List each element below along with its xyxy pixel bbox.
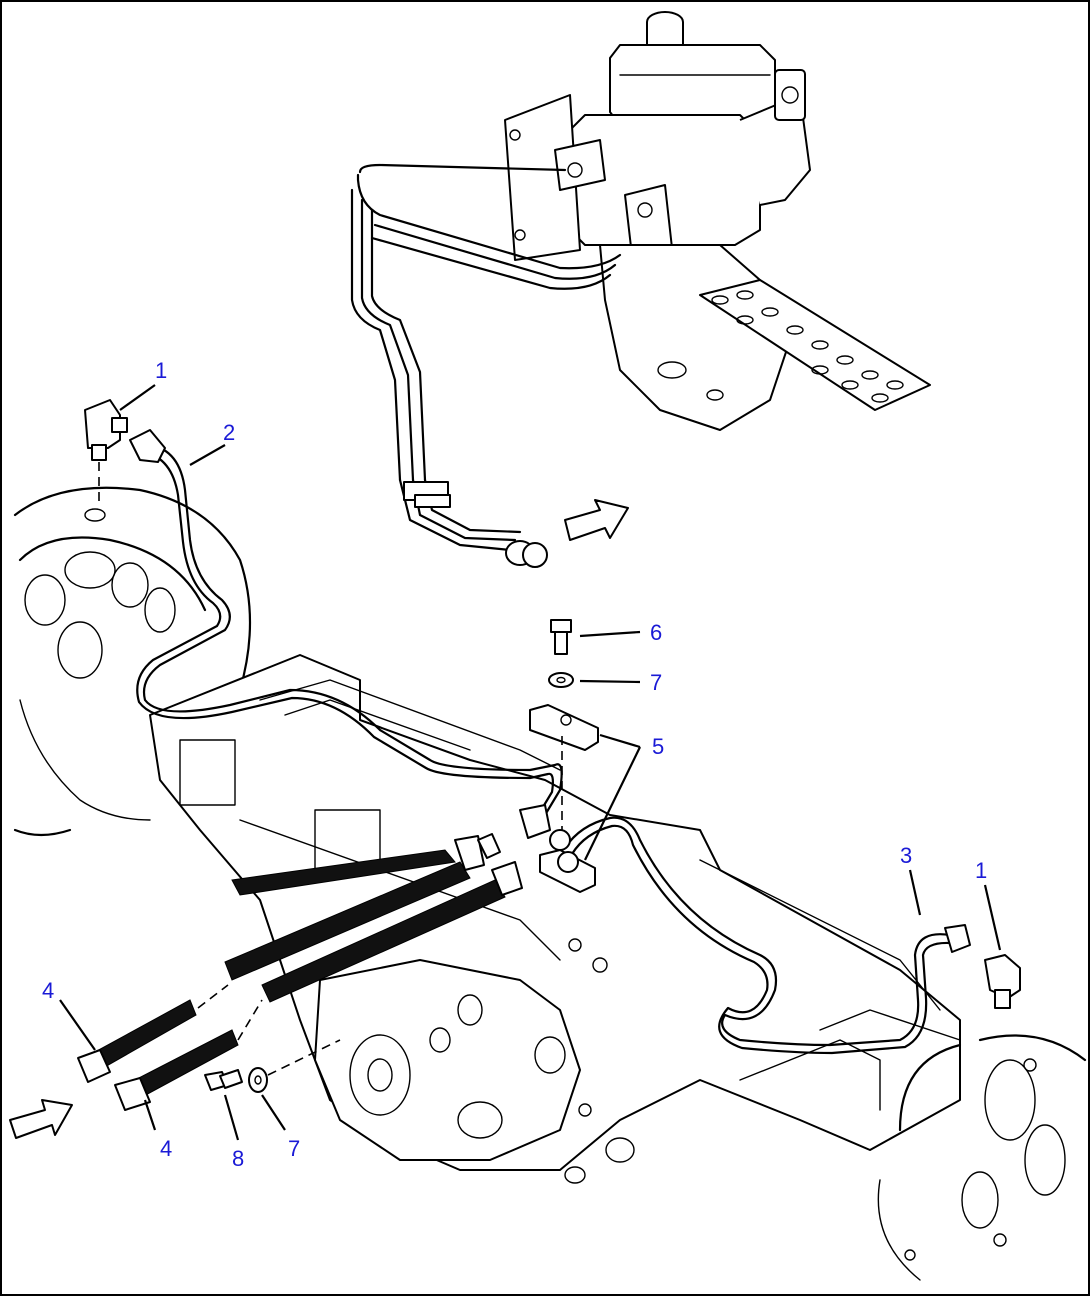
leader-lines	[59, 384, 1002, 1141]
tube-nuts	[549, 829, 579, 873]
hose-joint-line-upper	[197, 984, 229, 1009]
brake-tube-right	[563, 816, 971, 1055]
callout-7-upper: 7	[650, 670, 662, 695]
direction-arrow-upper	[564, 499, 629, 541]
callout-5: 5	[652, 734, 664, 759]
callout-7-lower: 7	[288, 1136, 300, 1161]
callout-1-left: 1	[155, 358, 167, 383]
direction-arrow-lower	[9, 1099, 73, 1139]
washer-axis-line	[267, 1039, 341, 1076]
hose-joint-line-lower	[237, 999, 263, 1041]
elbow-fitting-right	[984, 954, 1021, 1009]
mounting-bolt-8	[204, 1069, 243, 1091]
callout-6: 6	[650, 620, 662, 645]
callout-4-upper: 4	[42, 978, 54, 1003]
washer-7-upper	[548, 672, 574, 688]
mounting-bolt-6	[550, 619, 572, 655]
callout-3: 3	[900, 843, 912, 868]
brake-tube-left	[129, 429, 563, 839]
pedal-pads	[711, 290, 904, 403]
brake-hose-upper	[77, 833, 501, 1083]
callout-2: 2	[223, 420, 235, 445]
brake-valve-assembly	[504, 11, 931, 431]
clamp-bracket-upper	[529, 704, 599, 751]
callout-8: 8	[232, 1146, 244, 1171]
brake-valve-tubes	[350, 163, 622, 568]
brake-hose-lower	[114, 861, 523, 1111]
axle-housing	[13, 486, 1087, 1281]
callout-4-lower: 4	[160, 1136, 172, 1161]
callout-1-right: 1	[975, 858, 987, 883]
washer-7-lower	[248, 1067, 268, 1093]
elbow-fitting-left	[84, 399, 128, 522]
